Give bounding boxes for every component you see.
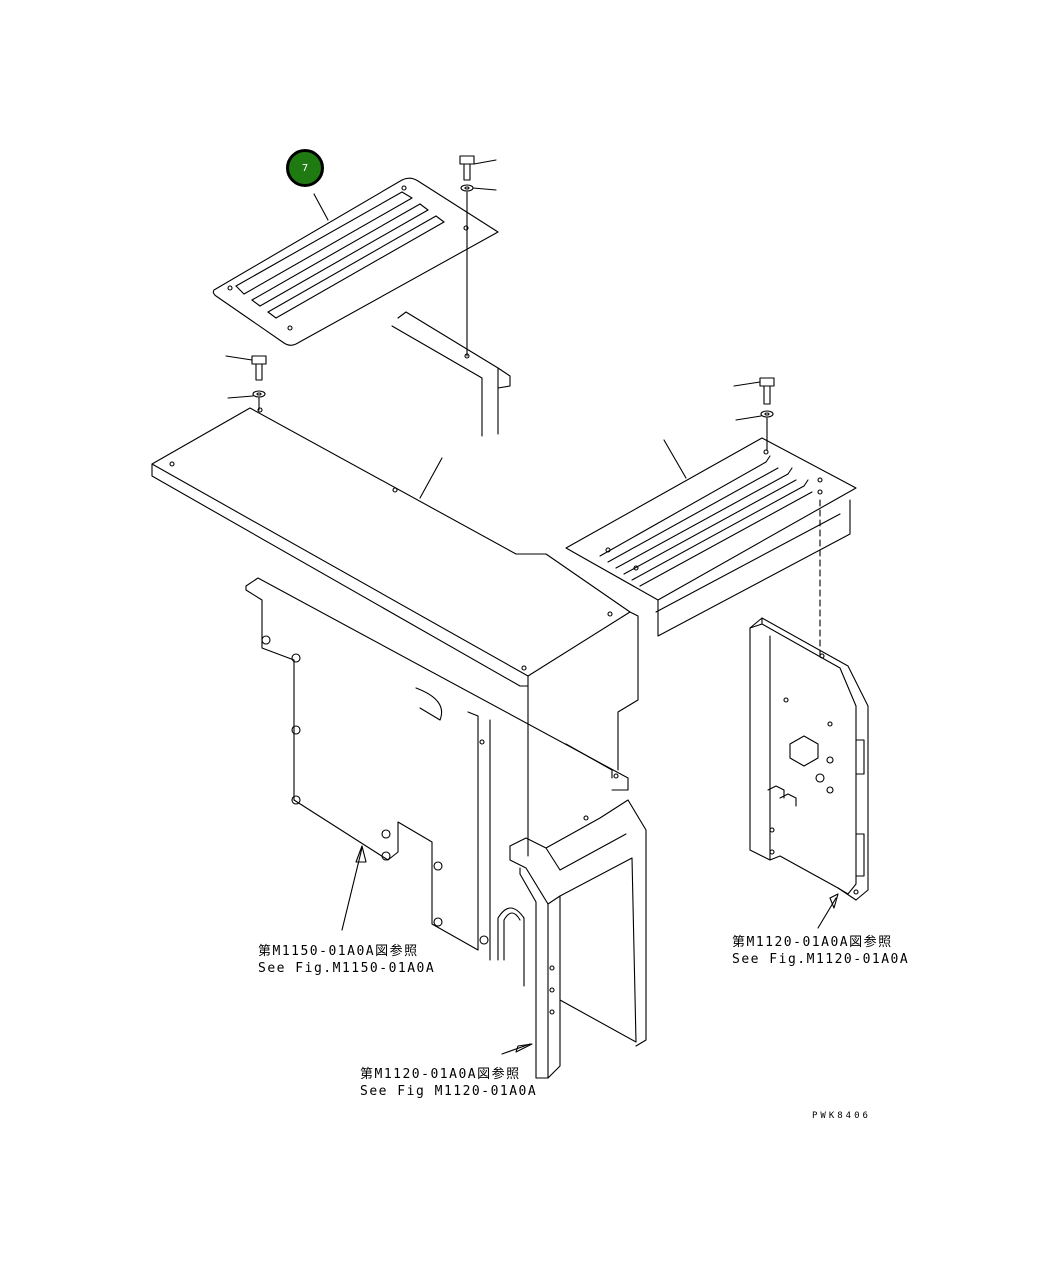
callout-number: 7 bbox=[301, 162, 309, 174]
left-side-panel bbox=[245, 577, 629, 961]
reference-label-en: See Fig.M1150-01A0A bbox=[258, 961, 436, 976]
callout-leader-line bbox=[313, 193, 329, 221]
reference-label-en: See Fig M1120-01A0A bbox=[360, 1084, 538, 1099]
main-top-cover bbox=[151, 407, 639, 857]
reference-label-jp: 第M1150-01A0A図参照 bbox=[258, 944, 419, 959]
callout-balloon-7[interactable]: 7 bbox=[286, 149, 324, 187]
reference-label-jp: 第M1120-01A0A図参照 bbox=[732, 935, 893, 950]
right-grille-cover bbox=[565, 437, 857, 657]
upper-bolt bbox=[459, 155, 497, 359]
reference-label-m1150: 第M1150-01A0A図参照 See Fig.M1150-01A0A bbox=[258, 943, 435, 977]
reference-label-en: See Fig.M1120-01A0A bbox=[732, 952, 910, 967]
upper-grille-cover bbox=[212, 177, 499, 346]
right-side-panel bbox=[749, 617, 869, 929]
reference-label-m1120-right: 第M1120-01A0A図参照 See Fig.M1120-01A0A bbox=[732, 934, 909, 968]
drawing-code: PWK8406 bbox=[812, 1111, 871, 1121]
reference-label-m1120-center: 第M1120-01A0A図参照 See Fig M1120-01A0A bbox=[360, 1066, 537, 1100]
center-frame bbox=[497, 743, 647, 1079]
main-cover-bolt bbox=[225, 355, 267, 411]
rear-bracket bbox=[391, 311, 511, 437]
right-cover-bolt bbox=[733, 377, 775, 451]
reference-label-jp: 第M1120-01A0A図参照 bbox=[360, 1067, 521, 1082]
